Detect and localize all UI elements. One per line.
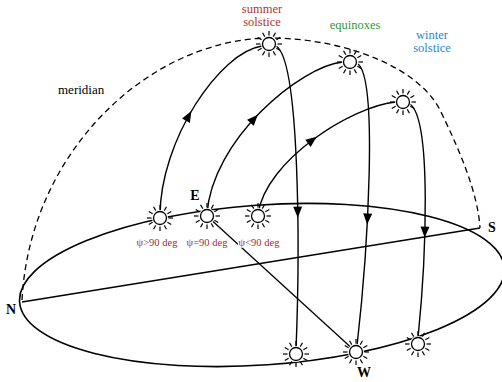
label-wrap: ψ>90 deg xyxy=(136,232,179,250)
sun-symbol xyxy=(256,31,282,57)
arrowhead xyxy=(247,112,261,126)
arrowhead xyxy=(420,226,429,237)
label-wrap: ψ=90 deg xyxy=(186,232,229,250)
label-wrap: equinoxes xyxy=(330,15,381,33)
direction-label: N xyxy=(6,303,16,318)
sun-symbol xyxy=(390,89,416,115)
sun-path-arc xyxy=(258,102,396,214)
arrowhead xyxy=(363,213,373,224)
meridian-label: meridian xyxy=(58,83,104,97)
meridian-arc xyxy=(22,38,480,300)
label-wrap: meridian xyxy=(58,80,104,98)
arrowhead xyxy=(182,109,195,123)
east-west-line xyxy=(207,216,356,352)
sun-symbol xyxy=(245,203,271,229)
direction-label: S xyxy=(488,221,496,236)
angle-label: ψ>90 deg xyxy=(136,237,179,248)
label-wrap: summer solstice xyxy=(231,3,293,30)
label-wrap: ψ<90 deg xyxy=(238,232,281,250)
sun-symbol xyxy=(343,339,369,365)
label-wrap: E xyxy=(190,186,199,204)
sun-path-arc xyxy=(410,104,425,338)
sun-symbol xyxy=(405,331,431,357)
angle-label: ψ=90 deg xyxy=(186,237,229,248)
sun-path-arc xyxy=(357,64,369,346)
label-wrap: W xyxy=(357,363,371,381)
horizon-ellipse xyxy=(14,188,502,382)
direction-label: W xyxy=(357,366,371,381)
angle-label: ψ<90 deg xyxy=(238,237,281,248)
north-south-line xyxy=(22,228,480,302)
season-label: summer solstice xyxy=(231,3,293,29)
arrowhead xyxy=(305,133,319,147)
sun-path-arc xyxy=(276,46,298,350)
season-label: winter solstice xyxy=(401,29,463,55)
sun-symbol xyxy=(194,203,220,229)
label-wrap: S xyxy=(488,218,496,236)
sun-path-arc xyxy=(207,62,343,214)
arrowhead xyxy=(293,207,302,218)
label-wrap: winter solstice xyxy=(401,29,463,56)
direction-label: E xyxy=(190,189,199,204)
sun-symbol xyxy=(283,341,309,367)
sun-symbol xyxy=(147,205,173,231)
label-wrap: N xyxy=(6,300,16,318)
season-label: equinoxes xyxy=(330,19,381,32)
sun-symbol xyxy=(337,49,363,75)
